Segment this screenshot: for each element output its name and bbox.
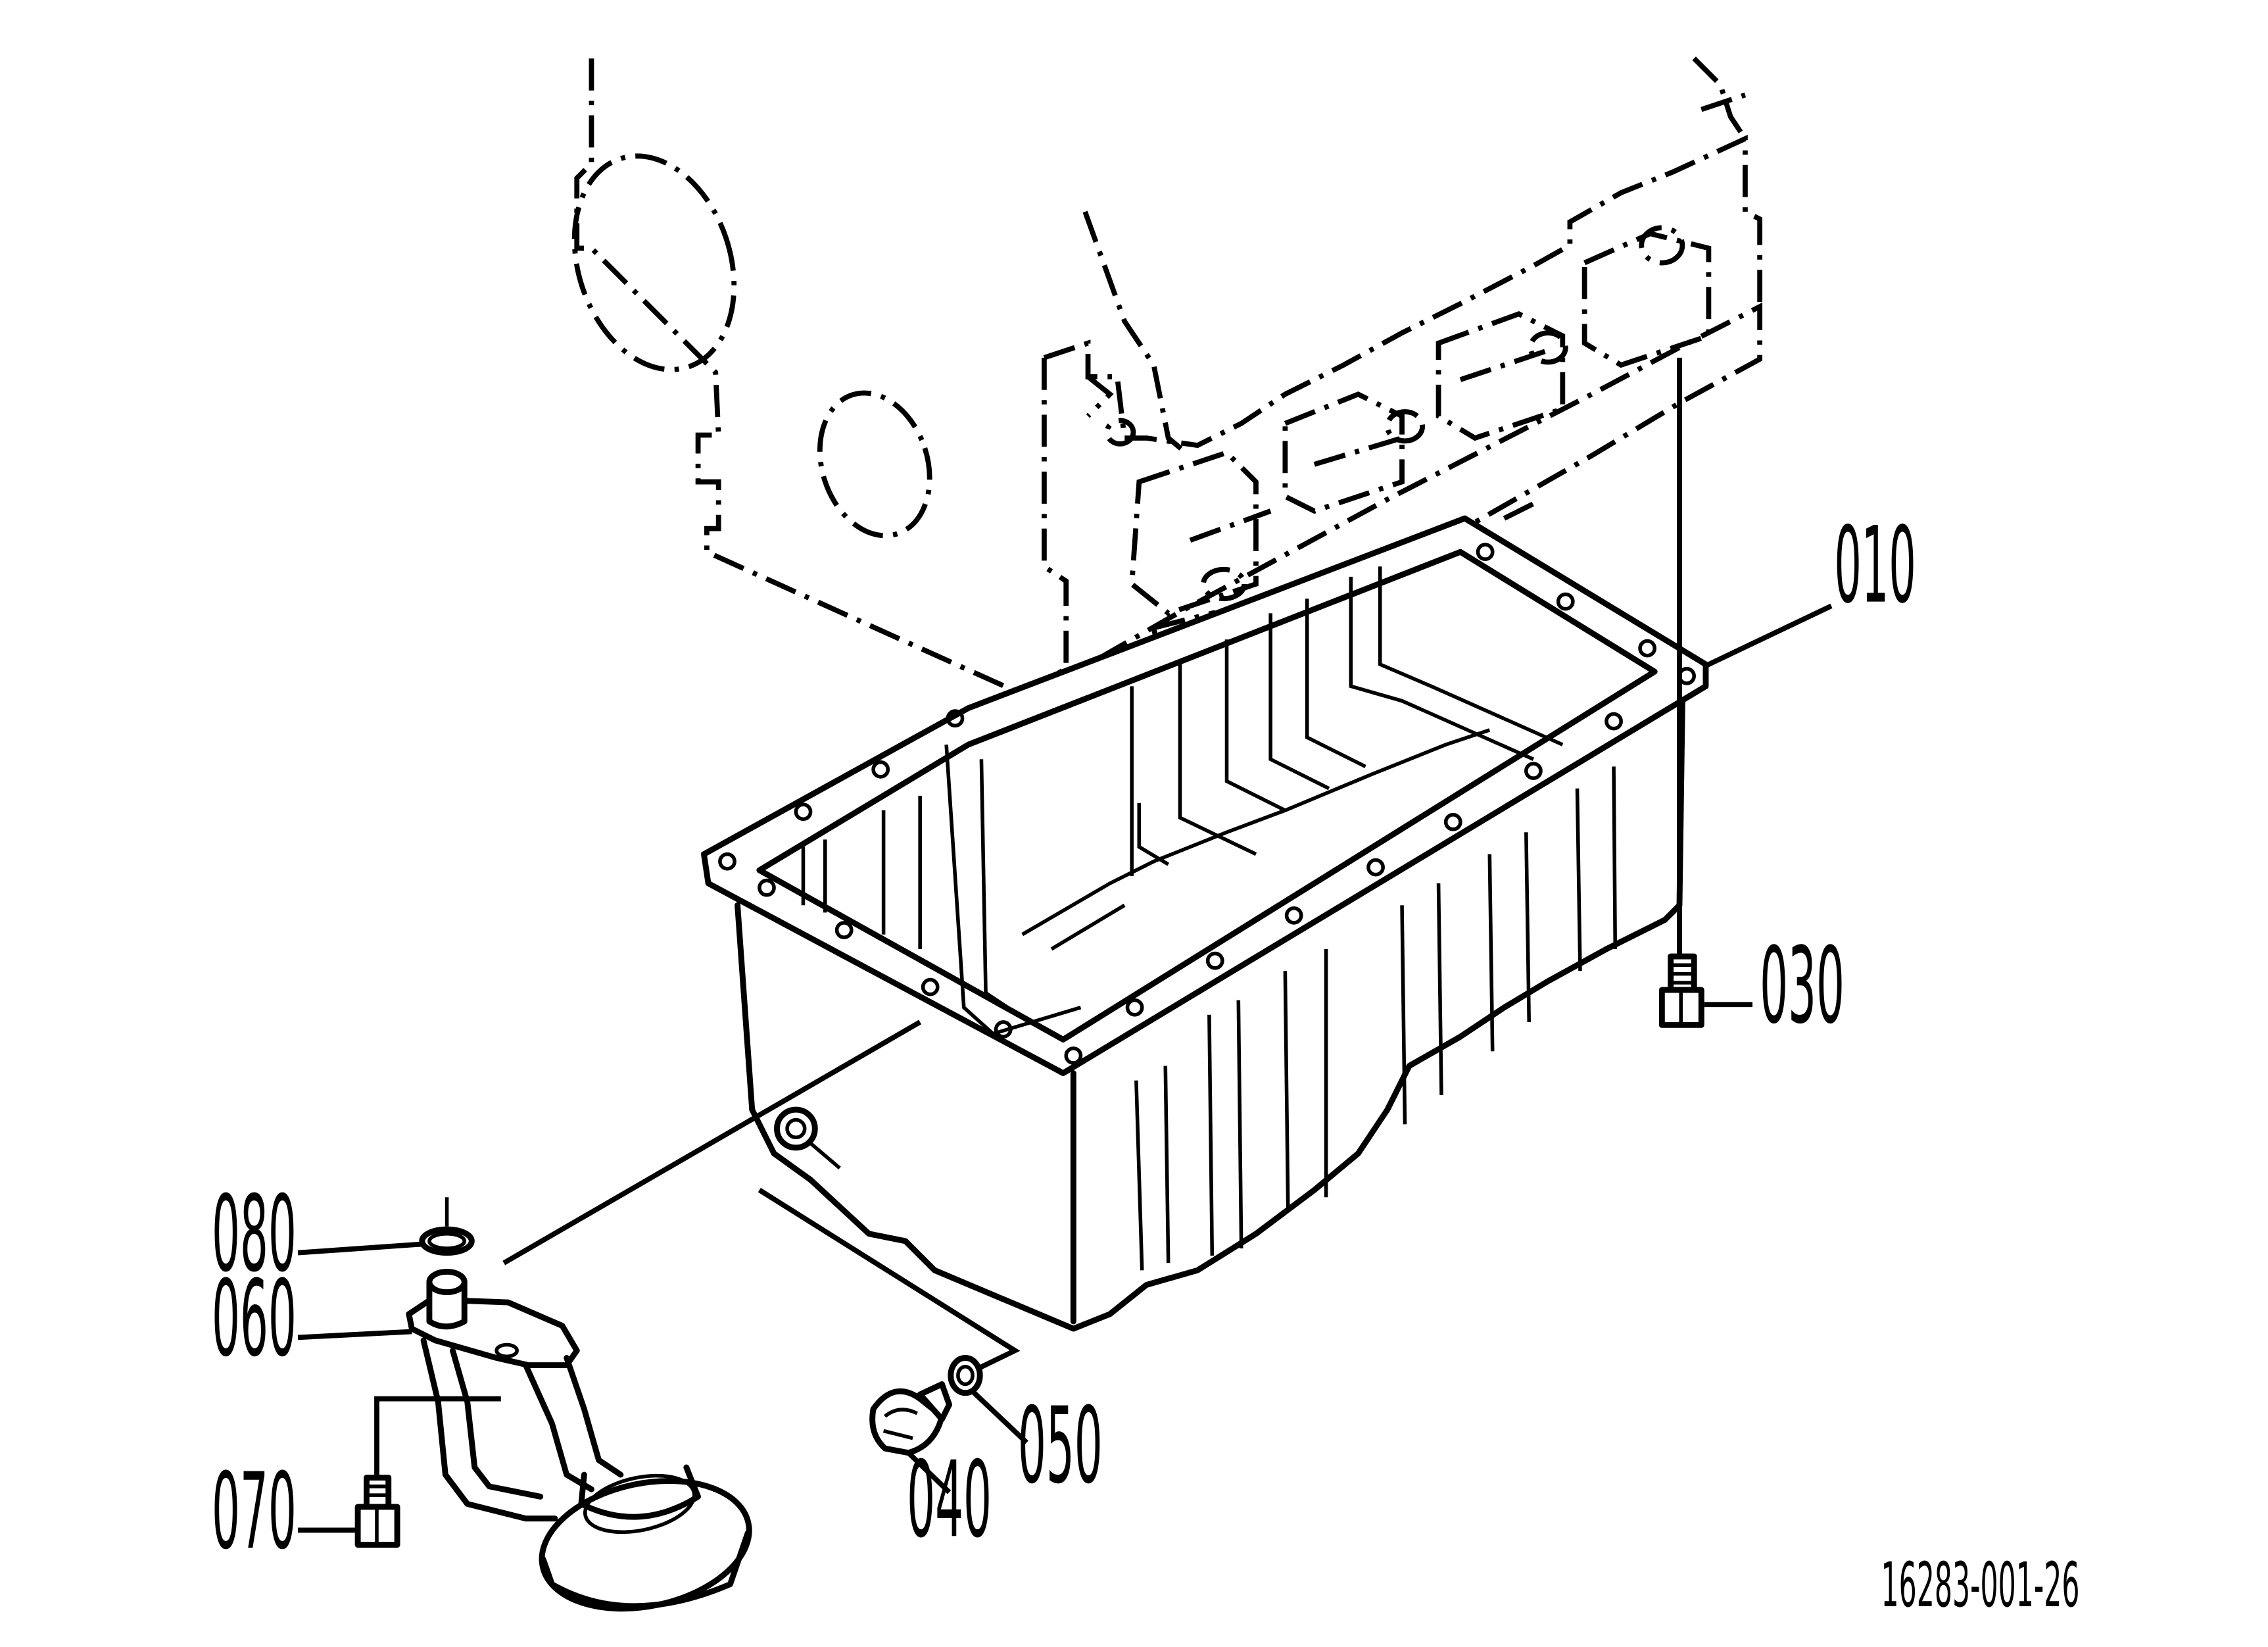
callout-070: 070 xyxy=(212,1450,297,1573)
callout-080: 080 xyxy=(212,1173,297,1295)
gasket-050 xyxy=(948,1355,983,1396)
drawing-code: 16283-001-26 xyxy=(1881,1549,2079,1621)
leader-050 xyxy=(969,1388,1028,1445)
bolt-030 xyxy=(1658,357,1704,1028)
oil-pan xyxy=(701,515,1709,1332)
callout-060: 060 xyxy=(212,1258,297,1380)
o-ring-080 xyxy=(419,1197,475,1256)
leader-040 xyxy=(906,1450,952,1494)
leader-080 xyxy=(297,1241,424,1256)
callout-040: 040 xyxy=(907,1438,992,1561)
oil-strainer xyxy=(406,1020,922,1612)
leader-060 xyxy=(297,1329,412,1340)
drain-plug-040 xyxy=(758,1187,1021,1456)
callout-050: 050 xyxy=(1018,1385,1103,1507)
callout-010: 010 xyxy=(1834,504,1916,627)
leader-010 xyxy=(1704,603,1833,668)
callout-030: 030 xyxy=(1760,925,1845,1047)
